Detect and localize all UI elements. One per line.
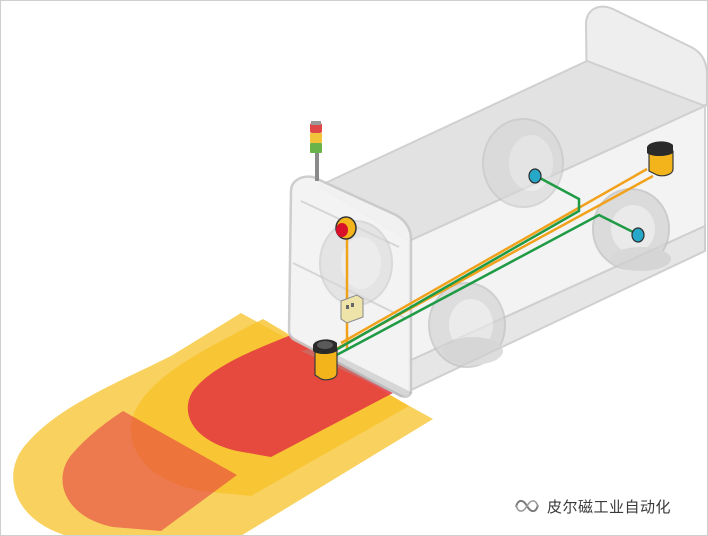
- wheel-front-right: [428, 282, 506, 368]
- green-sensor-cables: [330, 175, 638, 360]
- signal-tower-light: [310, 121, 322, 181]
- wheel-rear-left: [482, 118, 564, 208]
- watermark: 皮尔磁工业自动化: [513, 495, 671, 517]
- emergency-stop-button: [335, 216, 357, 240]
- front-safety-laser-scanner: [313, 339, 338, 381]
- wheel-encoder-sensor-front: [631, 227, 645, 243]
- wheel-front-left: [319, 220, 393, 306]
- rear-safety-laser-scanner: [647, 141, 674, 177]
- wechat-channel-icon: [515, 499, 539, 513]
- protective-field-rear: [62, 411, 238, 531]
- wheel-rear-right: [592, 188, 671, 271]
- vehicle: [287, 5, 707, 399]
- watermark-text: 皮尔磁工业自动化: [547, 497, 672, 516]
- wheel-encoder-sensor-rear: [528, 168, 542, 184]
- safety-relay-module: [340, 294, 364, 324]
